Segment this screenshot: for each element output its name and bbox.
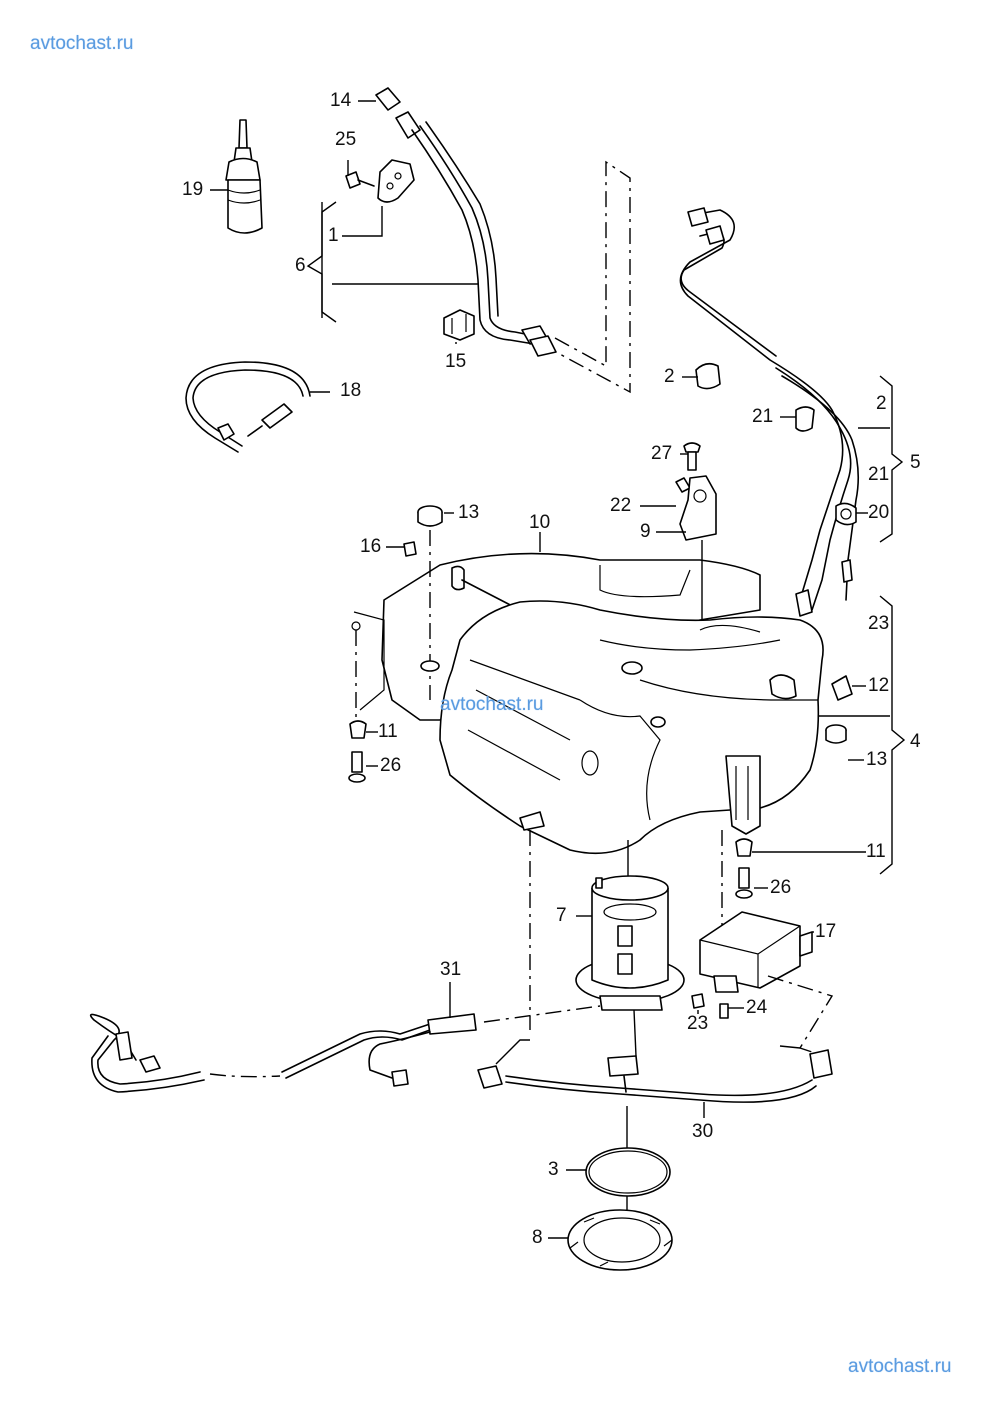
- callout-13-right: 13: [866, 749, 888, 770]
- o-ring-and-lock-ring: [567, 1106, 673, 1271]
- callout-10: 10: [529, 512, 551, 533]
- callout-2: 2: [664, 366, 675, 387]
- watermark-center: avtochast.ru: [440, 694, 544, 715]
- callout-5: 5: [910, 452, 921, 473]
- callout-20: 20: [868, 502, 890, 523]
- watermark-bottom-right: avtochast.ru: [848, 1356, 952, 1377]
- callout-26-left: 26: [380, 755, 402, 776]
- right-bolts: [735, 838, 753, 899]
- callout-19: 19: [182, 179, 204, 200]
- control-unit: [691, 911, 834, 1057]
- callout-leaders: [210, 100, 906, 1239]
- callout-23-group: 23: [868, 613, 890, 634]
- small-clips: [695, 362, 857, 526]
- callout-21: 21: [752, 406, 774, 427]
- callout-25: 25: [335, 129, 357, 150]
- left-bolts: [348, 630, 367, 783]
- callout-1: 1: [328, 225, 339, 246]
- callout-27: 27: [651, 443, 673, 464]
- fuel-tank: [351, 600, 824, 855]
- right-small-parts: [825, 675, 853, 744]
- sealant-bottle: [225, 119, 263, 234]
- fuel-pump: [575, 875, 685, 1011]
- callout-23-bottom: 23: [687, 1013, 709, 1034]
- callout-7: 7: [556, 905, 567, 926]
- wiring-harness-31: [89, 1005, 601, 1093]
- callout-21-group: 21: [868, 464, 890, 485]
- callout-15: 15: [445, 351, 467, 372]
- callout-8: 8: [532, 1227, 543, 1248]
- callout-14: 14: [330, 90, 352, 111]
- callout-12: 12: [868, 675, 890, 696]
- callout-26-right: 26: [770, 877, 792, 898]
- wiring-harness-30: [477, 1009, 833, 1103]
- callout-4: 4: [910, 731, 921, 752]
- callout-11-left: 11: [378, 721, 398, 742]
- bracket-with-bolt: [345, 159, 415, 203]
- callout-24: 24: [746, 997, 768, 1018]
- callout-30: 30: [692, 1121, 714, 1142]
- bracket-9: [675, 442, 717, 630]
- callout-6: 6: [295, 255, 306, 276]
- callout-16: 16: [360, 536, 382, 557]
- callout-13-top: 13: [458, 502, 480, 523]
- callout-3: 3: [548, 1159, 559, 1180]
- callout-2-group: 2: [876, 393, 887, 414]
- callout-22: 22: [610, 495, 632, 516]
- watermark-top-left: avtochast.ru: [30, 33, 134, 54]
- callout-17: 17: [815, 921, 837, 942]
- callout-18: 18: [340, 380, 362, 401]
- clip-15: [443, 309, 475, 341]
- sender-cable: [185, 361, 311, 453]
- callout-9: 9: [640, 521, 651, 542]
- grommet-and-nut-top: [403, 505, 443, 700]
- callout-31: 31: [440, 959, 462, 980]
- callout-11-right: 11: [866, 841, 886, 862]
- fuel-line-upper-left: [375, 87, 631, 394]
